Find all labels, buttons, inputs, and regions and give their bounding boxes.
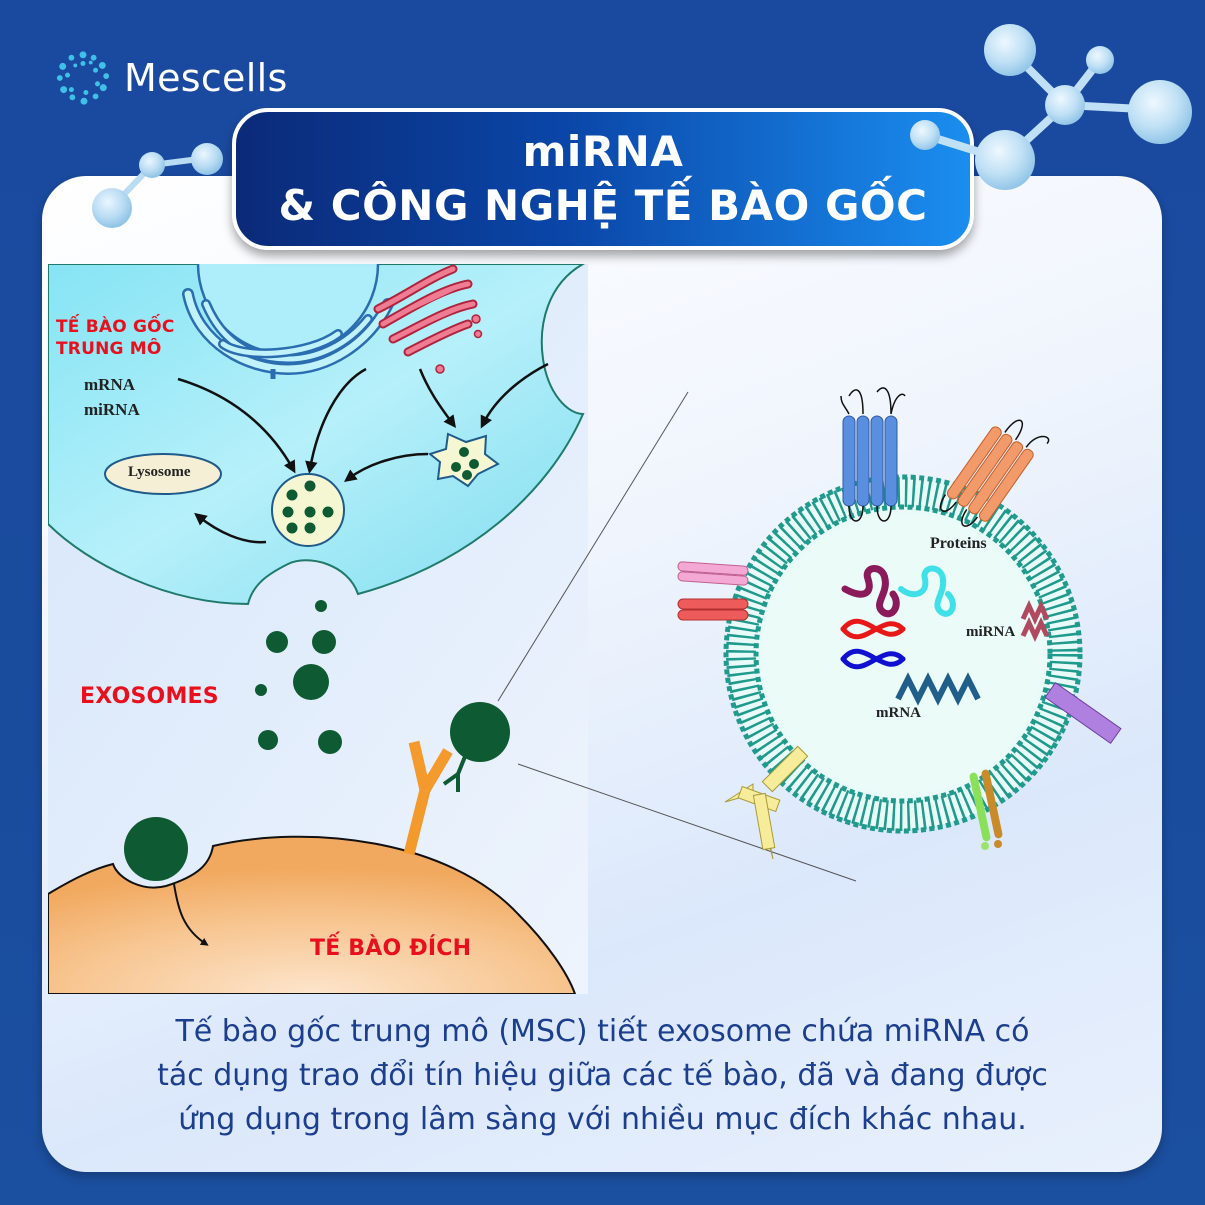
source-cell xyxy=(48,264,586,606)
mirna-glyph-icon xyxy=(1020,600,1050,642)
rna-ribbons-icon xyxy=(840,618,906,670)
mrna-label: mRNA xyxy=(84,375,135,394)
caption-line-2: tác dụng trao đổi tín hiệu giữa các tế b… xyxy=(157,1058,1048,1093)
target-cell xyxy=(48,835,577,994)
source-cell-label-line-2: TRUNG MÔ xyxy=(56,339,162,359)
purple-membrane-protein-icon xyxy=(1044,681,1122,745)
cell-ring-logo-icon xyxy=(56,51,110,105)
internalized-exosome xyxy=(124,817,188,881)
caption: Tế bào gốc trung mô (MSC) tiết exosome c… xyxy=(100,1010,1105,1142)
exosome-particles xyxy=(255,600,342,754)
caption-line-1: Tế bào gốc trung mô (MSC) tiết exosome c… xyxy=(175,1014,1030,1049)
protein-coils-icon xyxy=(841,565,956,618)
lysosome-icon xyxy=(104,453,222,495)
early-endosome-icon xyxy=(427,432,500,488)
diagram-illustration xyxy=(48,264,1122,994)
rna-labels: mRNA miRNA xyxy=(84,372,140,422)
brand-name: Mescells xyxy=(124,56,288,100)
title-banner: miRNA & CÔNG NGHỆ TẾ BÀO GỐC xyxy=(232,108,974,250)
multivesicular-body-icon xyxy=(271,473,345,547)
receptor-icon xyxy=(403,740,453,856)
proteins-label: Proteins xyxy=(930,535,987,552)
molecule-decoration-right-icon xyxy=(910,24,1192,190)
orange-transmembrane-protein-icon xyxy=(939,419,1050,527)
molecule-decoration-left-icon xyxy=(92,143,223,228)
pink-membrane-protein-icon xyxy=(677,561,749,621)
page-title-line-1: miRNA xyxy=(522,127,684,176)
exosome-diagram: TẾ BÀO GỐC TRUNG MÔ mRNA miRNA Lysosome … xyxy=(48,264,1158,994)
target-cell-label: TẾ BÀO ĐÍCH xyxy=(310,936,472,961)
exosome-mrna-label: mRNA xyxy=(876,705,921,721)
mirna-label: miRNA xyxy=(84,400,140,419)
page-title-line-2: & CÔNG NGHỆ TẾ BÀO GỐC xyxy=(278,181,928,230)
mrna-helix-icon xyxy=(895,672,981,706)
brand-header: Mescells xyxy=(54,50,288,106)
exosome-detail-illustration xyxy=(677,387,1122,860)
lysosome-label: Lysosome xyxy=(128,464,191,480)
caption-line-3: ứng dụng trong lâm sàng với nhiều mục đí… xyxy=(178,1102,1027,1137)
approaching-exosome xyxy=(450,702,510,762)
blue-transmembrane-protein-icon xyxy=(840,387,906,522)
source-cell-label-line-1: TẾ BÀO GỐC xyxy=(56,317,175,337)
source-cell-label: TẾ BÀO GỐC TRUNG MÔ xyxy=(56,316,175,360)
exosomes-label: EXOSOMES xyxy=(80,684,219,709)
exosome-mirna-label: miRNA xyxy=(966,624,1016,640)
green-brown-membrane-protein-icon xyxy=(969,769,1003,850)
golgi-apparatus-icon xyxy=(373,264,483,374)
yellow-antibody-receptor-icon xyxy=(724,745,809,860)
nucleus-er-icon xyxy=(182,264,394,379)
